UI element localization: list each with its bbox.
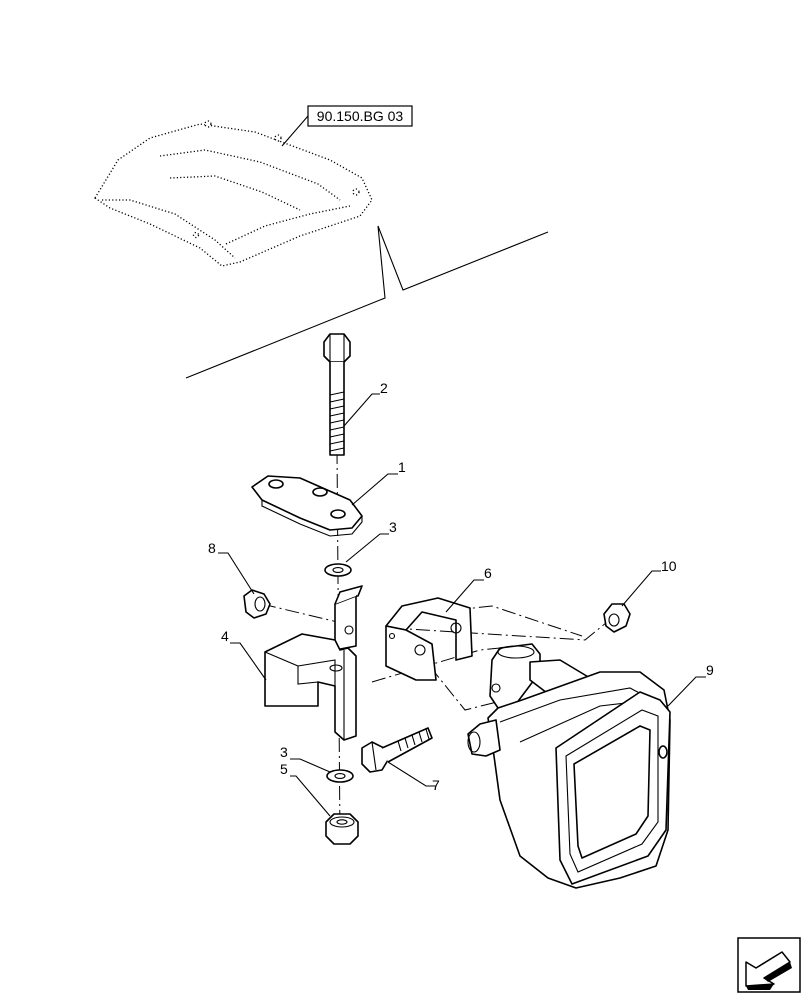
callout-4: 4 bbox=[221, 628, 229, 644]
nut-8 bbox=[243, 589, 271, 619]
reference-label: 90.150.BG 03 bbox=[317, 108, 404, 124]
callout-10: 10 bbox=[661, 558, 677, 574]
break-line bbox=[185, 225, 549, 379]
reference-panel bbox=[94, 120, 373, 267]
leader-6 bbox=[445, 579, 484, 613]
leader-1 bbox=[351, 473, 398, 506]
reference-leader bbox=[281, 115, 309, 147]
leader-7 bbox=[387, 761, 436, 787]
bracket-4 bbox=[264, 585, 363, 741]
callout-3-upper: 3 bbox=[389, 519, 397, 535]
washer-3a bbox=[324, 563, 352, 577]
bolt-7 bbox=[361, 727, 433, 773]
leader-3a bbox=[345, 533, 389, 563]
bolt-2 bbox=[323, 333, 351, 456]
callout-6: 6 bbox=[484, 565, 492, 581]
leader-3b bbox=[290, 758, 331, 773]
arrow-back-icon[interactable] bbox=[737, 937, 801, 993]
callout-8: 8 bbox=[208, 540, 216, 556]
bracket-6 bbox=[385, 597, 473, 681]
callout-7: 7 bbox=[432, 777, 440, 793]
leader-9 bbox=[667, 676, 706, 707]
centerline-upper bbox=[454, 605, 583, 637]
callout-9: 9 bbox=[706, 662, 714, 678]
centerline-nut8 bbox=[261, 603, 347, 625]
leader-4 bbox=[230, 642, 267, 681]
nut-5 bbox=[325, 813, 359, 845]
callout-5: 5 bbox=[280, 761, 288, 777]
centerline-bracket bbox=[391, 617, 613, 641]
leader-5 bbox=[290, 775, 331, 817]
washer-3b bbox=[326, 769, 354, 783]
work-lamp-9 bbox=[467, 643, 671, 889]
reference-box bbox=[307, 105, 413, 127]
leader-10 bbox=[621, 570, 661, 607]
plate-1 bbox=[251, 475, 363, 537]
callout-2: 2 bbox=[380, 380, 388, 396]
callout-1: 1 bbox=[398, 459, 406, 475]
callout-3-lower: 3 bbox=[280, 744, 288, 760]
nut-10 bbox=[603, 603, 631, 633]
leader-2 bbox=[343, 393, 380, 427]
leader-8 bbox=[218, 552, 255, 595]
